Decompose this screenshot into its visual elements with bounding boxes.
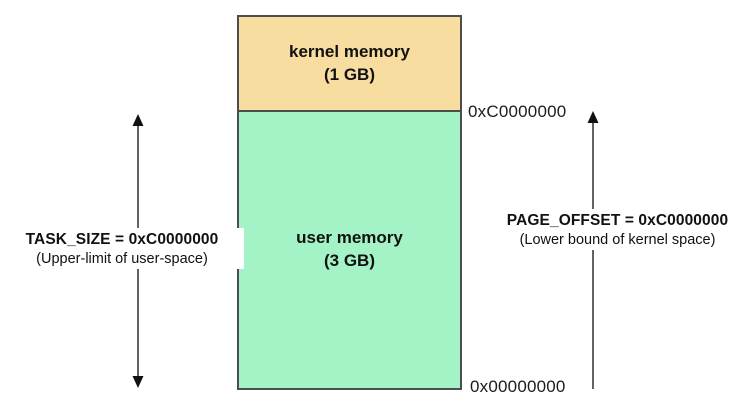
task-size-description: (Upper-limit of user-space) [36, 251, 208, 267]
task-size-label: TASK_SIZE = 0xC0000000 [25, 231, 219, 248]
user-memory-box: user memory (3 GB) [237, 110, 462, 390]
user-memory-size: (3 GB) [324, 251, 375, 270]
page-offset-description: (Lower bound of kernel space) [519, 232, 716, 248]
kernel-memory-size: (1 GB) [324, 64, 375, 84]
page-offset-label: PAGE_OFFSET = 0xC0000000 [506, 212, 729, 229]
up-arrow-icon [587, 111, 599, 389]
task-size-annotation: TASK_SIZE = 0xC0000000 (Upper-limit of u… [0, 228, 244, 269]
kernel-memory-label: kernel memory [289, 41, 410, 61]
boundary-address-label: 0xC0000000 [468, 102, 567, 121]
kernel-memory-box: kernel memory (1 GB) [237, 15, 462, 112]
base-address-label: 0x00000000 [470, 377, 566, 396]
user-memory-label: user memory [296, 228, 403, 248]
page-offset-annotation: PAGE_OFFSET = 0xC0000000 (Lower bound of… [481, 209, 754, 250]
